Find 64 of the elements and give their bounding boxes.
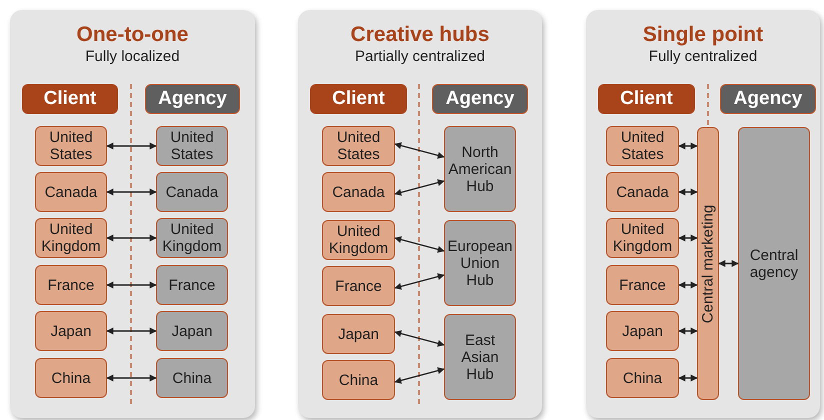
country-box: China	[606, 358, 679, 398]
panel-card	[586, 10, 820, 418]
column-header: Agency	[432, 84, 528, 114]
double-arrow	[106, 142, 157, 150]
country-box: China	[156, 358, 228, 398]
country-box: Japan	[606, 311, 679, 351]
panel-subtitle: Fully centralized	[648, 47, 758, 67]
panel-card	[10, 10, 255, 418]
country-box: China	[35, 358, 107, 398]
double-arrow	[678, 374, 698, 382]
central-marketing-bar	[697, 127, 719, 400]
panel-subtitle: Fully localized	[85, 47, 180, 67]
double-arrow	[678, 282, 698, 288]
double-arrow	[394, 330, 445, 347]
country-box: Japan	[156, 311, 228, 351]
double-arrow	[106, 282, 157, 288]
column-header: Client	[310, 84, 407, 114]
country-box: France	[606, 265, 679, 305]
double-arrow	[718, 260, 739, 267]
double-arrow	[678, 188, 698, 196]
double-arrow	[394, 142, 445, 159]
hub-box: East Asian Hub	[444, 314, 516, 400]
panel-title: Creative hubs	[350, 22, 490, 47]
column-header: Client	[598, 84, 695, 114]
panel-card	[298, 10, 542, 418]
country-box: United States	[35, 126, 107, 166]
country-box: United Kingdom	[606, 218, 679, 258]
country-box: Japan	[35, 311, 107, 351]
country-box: United States	[156, 126, 228, 166]
country-box: Canada	[606, 172, 679, 212]
country-box: Canada	[156, 172, 228, 212]
country-box: France	[322, 266, 395, 306]
column-header: Agency	[145, 84, 240, 114]
country-box: United Kingdom	[156, 218, 228, 258]
double-arrow	[394, 179, 445, 196]
central-agency-box: Central agency	[738, 127, 810, 400]
double-arrow	[106, 374, 157, 382]
hub-box: European Union Hub	[444, 220, 516, 306]
country-box: United Kingdom	[35, 218, 107, 258]
double-arrow	[106, 234, 157, 242]
double-arrow	[394, 236, 445, 253]
double-arrow	[394, 273, 445, 290]
country-box: France	[35, 265, 107, 305]
bar-label: Central marketing	[700, 204, 716, 323]
country-box: Canada	[35, 172, 107, 212]
panel-title: Single point	[642, 22, 764, 47]
hub-box: North American Hub	[444, 126, 516, 212]
country-box: Japan	[322, 314, 395, 354]
panel-title: One-to-one	[76, 22, 188, 47]
panel-subtitle: Partially centralized	[354, 47, 486, 67]
column-header: Client	[22, 84, 118, 114]
country-box: United States	[322, 126, 395, 166]
column-header: Agency	[720, 84, 816, 114]
double-arrow	[678, 234, 698, 242]
double-arrow	[678, 142, 698, 150]
country-box: China	[322, 360, 395, 400]
double-arrow	[106, 328, 157, 334]
country-box: United States	[606, 126, 679, 166]
double-arrow	[106, 188, 157, 196]
country-box: Canada	[322, 172, 395, 212]
country-box: France	[156, 265, 228, 305]
country-box: United Kingdom	[322, 220, 395, 260]
double-arrow	[394, 367, 445, 384]
double-arrow	[678, 328, 698, 334]
